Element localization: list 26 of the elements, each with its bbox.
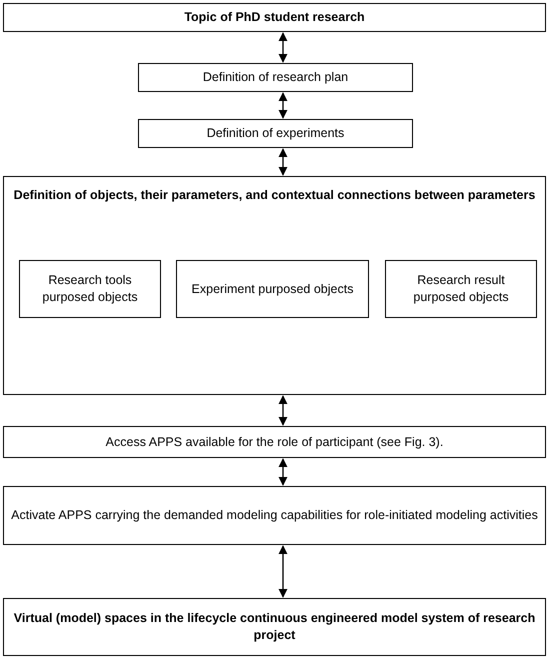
double-arrow [278, 545, 288, 598]
double-arrow [278, 92, 288, 119]
double-arrow [278, 458, 288, 486]
box-label: Virtual (model) spaces in the lifecycle continuous engineered model system of research project [12, 610, 536, 644]
group-item-box [176, 260, 369, 318]
box-label: Research result purposed objects [412, 272, 510, 306]
process-box [138, 119, 413, 148]
group-item-box [19, 260, 161, 318]
process-box [3, 426, 546, 458]
box-label: Access APPS available for the role of participant (see Fig. 3). [104, 434, 444, 450]
box-label: Experiment purposed objects [190, 280, 354, 298]
double-arrow [278, 148, 288, 176]
double-arrow [278, 32, 288, 63]
process-box [138, 63, 413, 92]
process-box [3, 486, 546, 545]
box-label: Research tools purposed objects [41, 272, 139, 306]
box-label: Topic of PhD student research [183, 9, 366, 26]
box-label: Definition of objects, their parameters, and contextual connections between parameters [12, 187, 536, 204]
box-label: Definition of experiments [206, 125, 346, 142]
box-label: Definition of research plan [202, 69, 350, 86]
process-box [3, 598, 546, 656]
process-box [3, 176, 546, 395]
box-label: Activate APPS carrying the demanded modeling capabilities for role-initiated modeling activities [10, 507, 539, 524]
group-item-box [385, 260, 537, 318]
double-arrow [278, 395, 288, 426]
process-box [3, 3, 546, 32]
